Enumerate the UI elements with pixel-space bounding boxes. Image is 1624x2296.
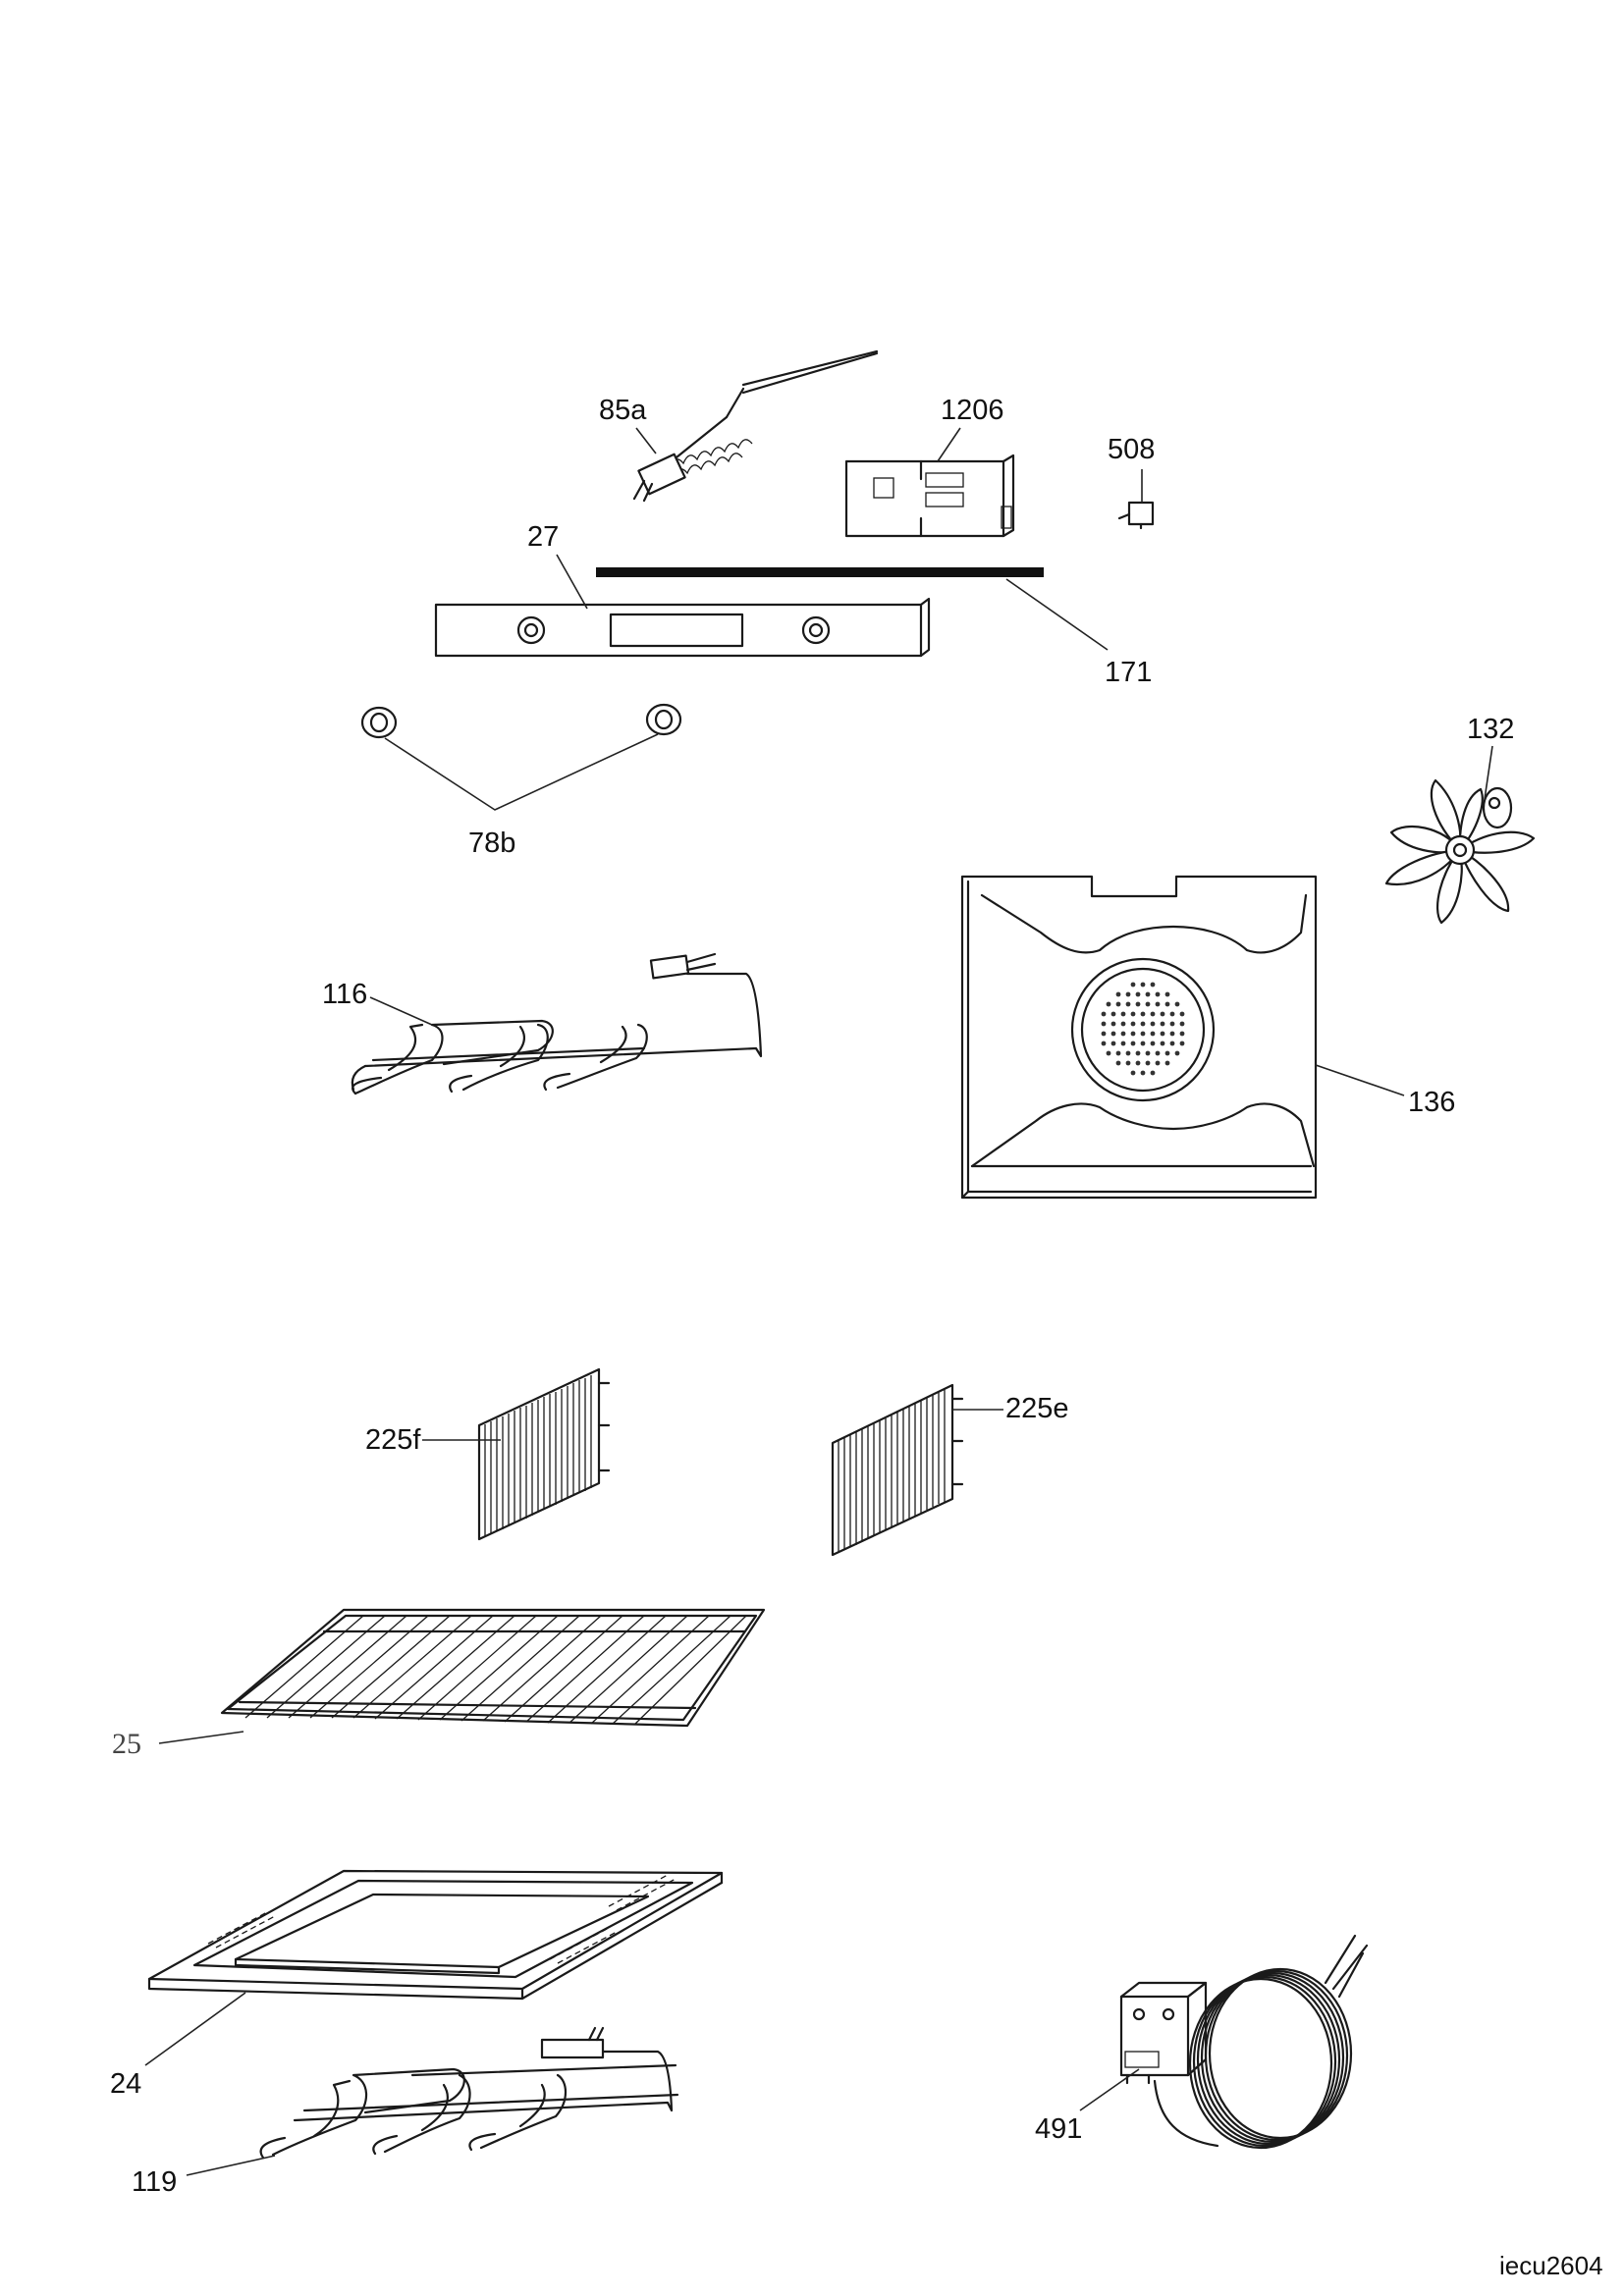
callout-label-25: 25	[112, 1728, 141, 1760]
knobs-78b	[360, 703, 682, 739]
switch-508	[1117, 501, 1155, 530]
leader-1206	[937, 427, 961, 462]
callout-label-27: 27	[527, 521, 559, 553]
leader-119	[186, 2155, 276, 2176]
leader-78b	[384, 733, 659, 811]
leader-27	[556, 554, 588, 610]
callout-label-491: 491	[1035, 2113, 1082, 2145]
callout-label-24: 24	[110, 2068, 141, 2100]
baking-tray-24	[147, 1869, 724, 2001]
callout-label-116: 116	[322, 979, 367, 1010]
leader-136	[1315, 1064, 1405, 1096]
leader-25	[158, 1731, 244, 1744]
side-rack-225e	[831, 1383, 964, 1557]
thermostat-491	[1119, 1934, 1369, 2150]
leader-491	[1079, 2068, 1140, 2111]
leader-24	[144, 1992, 246, 2066]
callout-label-78b: 78b	[468, 828, 515, 859]
leader-85a	[635, 427, 657, 454]
callout-label-225e: 225e	[1005, 1393, 1069, 1424]
callout-label-1206: 1206	[941, 395, 1004, 426]
callout-label-136: 136	[1408, 1087, 1455, 1118]
callout-label-225f: 225f	[365, 1424, 421, 1456]
document-id: iecu2604	[1499, 2251, 1603, 2280]
side-rack-225f	[477, 1367, 611, 1541]
leader-171	[1005, 578, 1109, 651]
electronic-module-1206	[844, 454, 1015, 538]
fan-132	[1384, 778, 1536, 925]
strip-171	[596, 567, 1044, 577]
control-panel-27	[434, 597, 931, 658]
thermostat-probe-85a	[632, 349, 879, 503]
leader-132	[1484, 745, 1493, 800]
top-heating-element-116	[351, 952, 763, 1095]
callout-label-508: 508	[1108, 434, 1155, 465]
callout-label-132: 132	[1467, 714, 1514, 745]
bottom-heating-element-119	[259, 2026, 679, 2160]
leader-116	[369, 996, 433, 1026]
callout-label-85a: 85a	[599, 395, 647, 426]
callout-label-171: 171	[1105, 657, 1152, 688]
wire-shelf-25	[220, 1608, 766, 1728]
callout-label-119: 119	[132, 2166, 177, 2198]
fan-cover-grille	[1101, 982, 1185, 1076]
back-panel-136	[960, 875, 1318, 1200]
